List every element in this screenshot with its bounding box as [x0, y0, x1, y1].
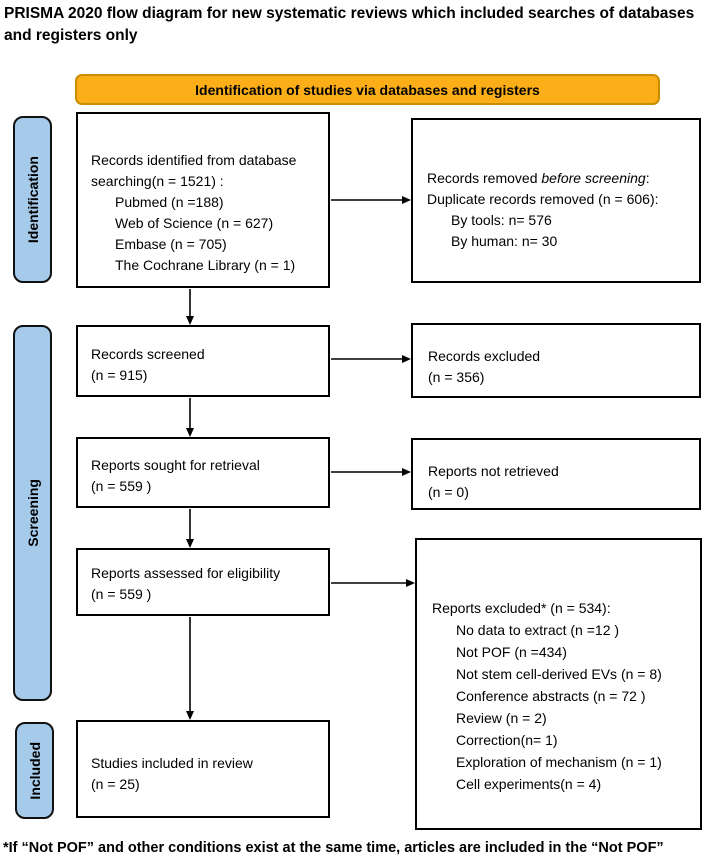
records-excluded-line2: (n = 356) [428, 369, 485, 385]
reports-not-retrieved-line2: (n = 0) [428, 484, 469, 500]
records-identified-item: Web of Science (n = 627) [115, 215, 274, 231]
records-excluded-line1: Records excluded [428, 348, 541, 364]
stage-included-text: Included [26, 741, 43, 800]
footnote: *If “Not POF” and other conditions exist… [3, 840, 664, 856]
records-screened-line1: Records screened [91, 346, 205, 362]
figure-title: PRISMA 2020 flow diagram for new systema… [4, 5, 695, 44]
stage-identification-text: Identification [24, 155, 41, 244]
reports-excluded-item: No data to extract (n =12 ) [456, 622, 620, 638]
records-removed-line1-suffix: : [645, 170, 650, 186]
reports-excluded-item: Correction(n= 1) [456, 732, 558, 748]
records-screened-line2: (n = 915) [91, 367, 148, 383]
records-removed-item: By tools: n= 576 [451, 212, 552, 228]
box-records-excluded: Records excluded (n = 356) [411, 323, 701, 398]
records-identified-item: Embase (n = 705) [115, 236, 227, 252]
box-studies-included: Studies included in review (n = 25) [76, 720, 330, 818]
reports-excluded-item: Cell experiments(n = 4) [456, 776, 602, 792]
reports-excluded-item: Review (n = 2) [456, 710, 547, 726]
records-identified-line2: searching(n = 1521) : [91, 173, 224, 189]
reports-excluded-item: Exploration of mechanism (n = 1) [456, 754, 662, 770]
box-records-removed: Records removed before screening: Duplic… [411, 118, 701, 283]
box-records-screened: Records screened (n = 915) [76, 325, 330, 397]
records-removed-line2: Duplicate records removed (n = 606): [427, 191, 659, 207]
reports-sought-line1: Reports sought for retrieval [91, 457, 260, 473]
studies-included-line2: (n = 25) [91, 776, 140, 792]
box-reports-not-retrieved: Reports not retrieved (n = 0) [411, 438, 701, 510]
reports-assessed-line1: Reports assessed for eligibility [91, 565, 281, 581]
studies-included-line1: Studies included in review [91, 755, 253, 771]
box-reports-excluded: Reports excluded* (n = 534): No data to … [415, 538, 702, 830]
records-identified-item: The Cochrane Library (n = 1) [115, 257, 296, 273]
reports-excluded-item: Not POF (n =434) [456, 644, 567, 660]
stage-screening-text: Screening [24, 479, 41, 547]
reports-assessed-line2: (n = 559 ) [91, 586, 152, 602]
records-removed-line1: Records removed before screening: [427, 168, 695, 189]
stage-label-screening: Screening [13, 325, 52, 701]
stage-label-included: Included [15, 722, 54, 819]
reports-not-retrieved-line1: Reports not retrieved [428, 463, 559, 479]
box-records-identified: Records identified from database searchi… [76, 112, 330, 288]
stage-label-identification: Identification [13, 116, 52, 283]
records-identified-line1: Records identified from database [91, 152, 297, 168]
banner-label: Identification of studies via databases … [195, 81, 540, 98]
banner: Identification of studies via databases … [75, 74, 660, 105]
reports-excluded-item: Conference abstracts (n = 72 ) [456, 688, 646, 704]
box-reports-sought: Reports sought for retrieval (n = 559 ) [76, 437, 330, 508]
reports-excluded-item: Not stem cell-derived EVs (n = 8) [456, 666, 662, 682]
reports-sought-line2: (n = 559 ) [91, 478, 152, 494]
reports-excluded-line1: Reports excluded* (n = 534): [432, 600, 611, 616]
box-reports-assessed: Reports assessed for eligibility (n = 55… [76, 548, 330, 616]
records-identified-item: Pubmed (n =188) [115, 194, 224, 210]
records-removed-line1-prefix: Records removed [427, 170, 542, 186]
records-removed-line1-italic: before screening [541, 170, 646, 186]
records-removed-item: By human: n= 30 [451, 233, 558, 249]
